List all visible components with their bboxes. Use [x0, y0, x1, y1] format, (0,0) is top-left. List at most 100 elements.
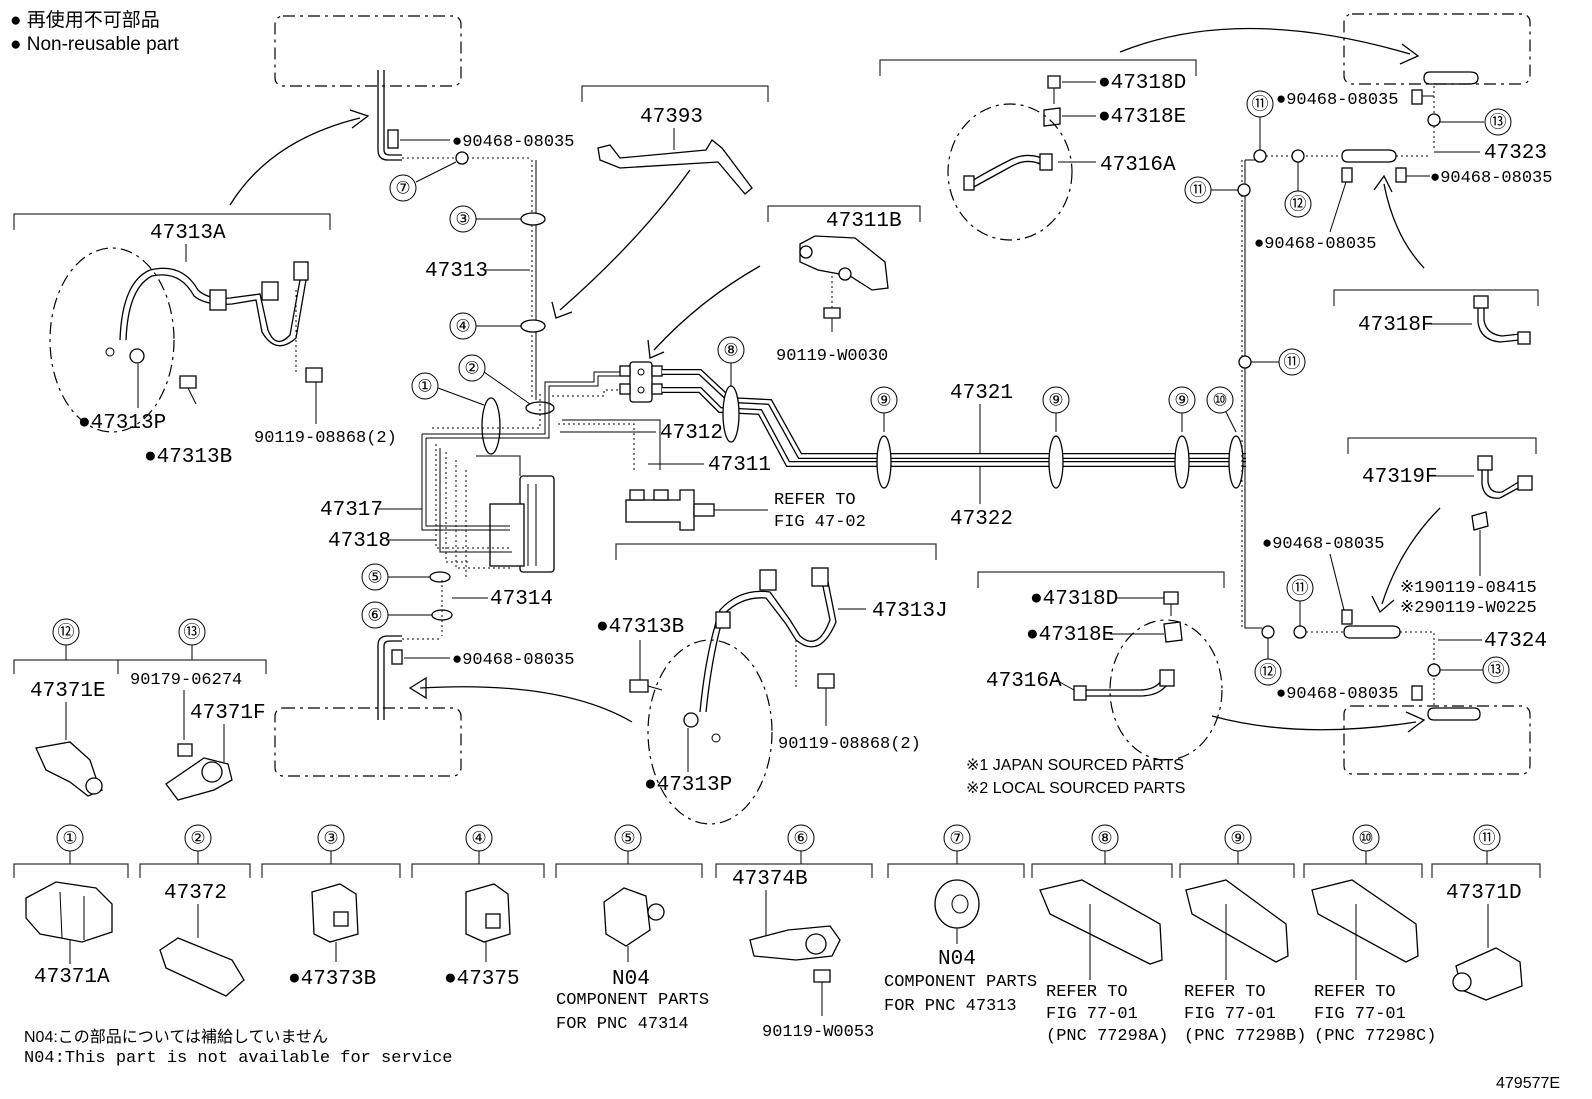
clamp-ref-77298C	[1311, 879, 1419, 963]
label-90119-08868-b: 90119-08868(2)	[778, 735, 921, 754]
label-90119-W0053: 90119-W0053	[762, 1023, 874, 1042]
callout-13-c: ⑬	[184, 623, 201, 642]
detail-circle-47316A-a	[947, 103, 1073, 241]
detail-frame-top-right	[1343, 13, 1531, 85]
label-47375: ●47375	[444, 968, 520, 991]
callout-8-a: ⑧	[723, 341, 738, 360]
pipe-upper-left	[377, 70, 402, 161]
hose-47316A-a	[969, 154, 1051, 183]
footer-note-jp: N04:この部品については補給していません	[24, 1028, 328, 1046]
label-47312: 47312	[660, 422, 723, 445]
detail-circle-47313J	[647, 639, 773, 825]
label-47313J: 47313J	[872, 600, 948, 623]
label-47318F: 47318F	[1358, 314, 1434, 337]
pipe-47324	[1343, 625, 1401, 639]
detail-circle-47313A	[49, 247, 175, 433]
callout-1-a: ①	[417, 377, 432, 396]
label-90468-08035-e: ●90468-08035	[1254, 235, 1376, 254]
master-cylinder-block	[519, 475, 555, 573]
callout-3-b: ③	[323, 829, 338, 848]
callout-5-b: ⑤	[620, 829, 635, 848]
n04-a: N04	[612, 968, 650, 991]
label-47324: 47324	[1484, 630, 1547, 653]
label-47322: 47322	[950, 508, 1013, 531]
callout-7-b: ⑦	[949, 829, 964, 848]
callout-12-a: ⑫	[1290, 195, 1307, 214]
callout-10-b: ⑩	[1358, 829, 1373, 848]
hose-47319F	[1481, 468, 1523, 499]
label-47313P-b: ●47313P	[644, 774, 732, 797]
callout-13-a: ⑬	[1490, 113, 1507, 132]
detail-circle-47316A-b	[1109, 619, 1223, 761]
label-90179-06274: 90179-06274	[130, 671, 242, 690]
clamp-47371A	[25, 881, 113, 943]
label-47318E-b: ●47318E	[1026, 624, 1114, 647]
hose-47316A-b	[1082, 675, 1165, 691]
ref9-line1: REFER TO	[1184, 983, 1266, 1002]
label-47313P-a: ●47313P	[78, 412, 166, 435]
refer-fig-47-02-a: REFER TO	[774, 491, 856, 510]
detail-frame-bottom-right	[1343, 705, 1531, 775]
label-47313: 47313	[425, 260, 488, 283]
label-47372: 47372	[164, 882, 227, 905]
label-90468-08035-b: ●90468-08035	[452, 651, 574, 670]
pipe-47323	[1341, 149, 1397, 163]
legend-jp: ● 再使用不可部品	[10, 9, 160, 31]
clamp-47371F	[165, 757, 233, 801]
clamp-47371E	[35, 741, 103, 797]
label-90119-08868-a: 90119-08868(2)	[254, 429, 397, 448]
label-90119-W0225: ※290119-W0225	[1400, 599, 1537, 618]
bracket-47393	[597, 139, 753, 195]
label-47323: 47323	[1484, 142, 1547, 165]
callout-6-a: ⑥	[367, 606, 382, 625]
label-90468-08035-f: ●90468-08035	[1262, 535, 1384, 554]
arrow-to-top-left-frame	[229, 117, 361, 206]
detail-frame-bottom-left	[274, 707, 462, 777]
callout-12-b: ⑫	[1260, 663, 1277, 682]
label-47313A: 47313A	[150, 222, 226, 245]
label-90468-08035-c: ●90468-08035	[1276, 91, 1398, 110]
callout-9-a: ⑨	[876, 391, 891, 410]
callout-11-e: ⑪	[1479, 829, 1496, 848]
rear-distribution-line	[1244, 160, 1262, 629]
label-47371F: 47371F	[190, 702, 266, 725]
callout-2-a: ②	[464, 359, 479, 378]
ref10-line2: FIG 77-01	[1314, 1005, 1406, 1024]
label-47321: 47321	[950, 382, 1013, 405]
callout-7-a: ⑦	[395, 179, 410, 198]
note-japan-sourced: ※1 JAPAN SOURCED PARTS	[966, 757, 1184, 774]
callout-9-c: ⑨	[1174, 391, 1189, 410]
callout-11-a: ⑪	[1252, 95, 1269, 114]
callout-3-a: ③	[455, 210, 470, 229]
label-47316A-b: 47316A	[986, 670, 1062, 693]
callout-12-c: ⑫	[58, 623, 75, 642]
label-47318E-a: ●47318E	[1098, 106, 1186, 129]
callout-9-b: ⑨	[1048, 391, 1063, 410]
label-47371D: 47371D	[1446, 882, 1522, 905]
callout-2-b: ②	[190, 829, 205, 848]
label-47373B: ●47373B	[288, 968, 376, 991]
label-47317: 47317	[320, 499, 383, 522]
arrow-to-top-right-frame	[1119, 27, 1411, 55]
label-47313B-b: ●47313B	[596, 616, 684, 639]
hose-47313J	[699, 571, 831, 713]
label-47318: 47318	[328, 530, 391, 553]
callout-1-b: ①	[62, 829, 77, 848]
label-90468-08035-d: ●90468-08035	[1430, 169, 1552, 188]
ref8-line2: FIG 77-01	[1046, 1005, 1138, 1024]
n04-b-line2: FOR PNC 47313	[884, 997, 1017, 1016]
n04-a-line1: COMPONENT PARTS	[556, 991, 709, 1010]
callout-5-a: ⑤	[367, 568, 382, 587]
label-47393: 47393	[640, 106, 703, 129]
callout-13-b: ⑬	[1488, 661, 1505, 680]
grommet-n04-47313	[934, 879, 980, 929]
callout-11-d: ⑪	[1292, 579, 1309, 598]
note-local-sourced: ※2 LOCAL SOURCED PARTS	[966, 780, 1185, 797]
label-90468-08035-a: ●90468-08035	[452, 133, 574, 152]
detail-frame-top-left	[274, 15, 462, 87]
label-47311B: 47311B	[826, 210, 902, 233]
label-47371E: 47371E	[30, 680, 106, 703]
label-90468-08035-g: ●90468-08035	[1276, 685, 1398, 704]
label-90119-W0030: 90119-W0030	[776, 347, 888, 366]
